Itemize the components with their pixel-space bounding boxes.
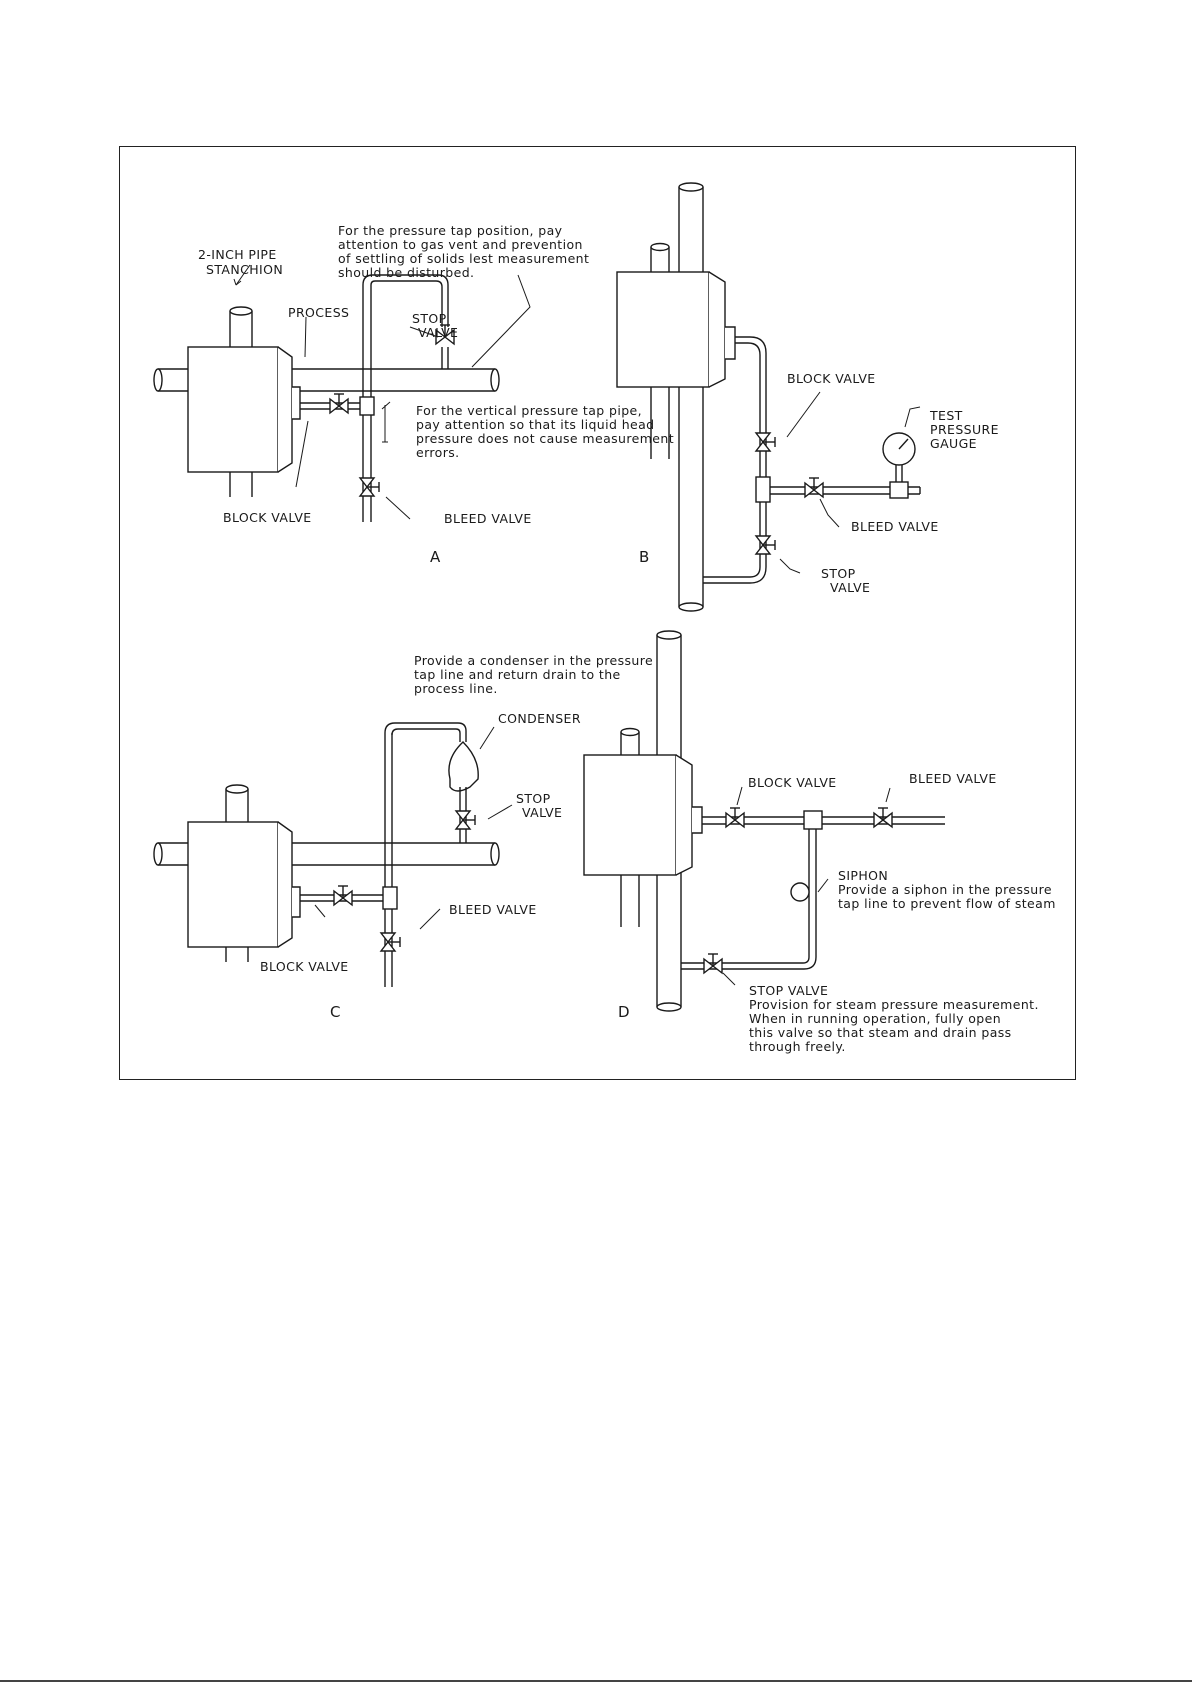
a-stop-valve-label-1: STOP bbox=[412, 311, 447, 326]
condenser-icon bbox=[448, 741, 479, 792]
d-stop-note-1: Provision for steam pressure measurement… bbox=[749, 997, 1039, 1012]
c-condenser-note-3: process line. bbox=[414, 681, 498, 696]
d-bleed-valve-label: BLEED VALVE bbox=[909, 771, 997, 786]
d-siphon-note-2: tap line to prevent flow of steam bbox=[838, 896, 1056, 911]
c-condenser-note-2: tap line and return drain to the bbox=[414, 667, 621, 682]
a-stanchion-label-1: 2-INCH PIPE bbox=[198, 247, 277, 262]
a-vertical-note-4: errors. bbox=[416, 445, 460, 460]
a-tap-note-2: attention to gas vent and prevention bbox=[338, 237, 583, 252]
c-condenser-label: CONDENSER bbox=[498, 711, 581, 726]
a-bleed-valve-label: BLEED VALVE bbox=[444, 511, 532, 526]
panel-c bbox=[153, 722, 513, 987]
d-stop-valve-label: STOP VALVE bbox=[749, 983, 828, 998]
a-stop-valve-label-2: VALVE bbox=[418, 325, 458, 340]
a-block-valve-label: BLOCK VALVE bbox=[223, 510, 312, 525]
a-tap-note-1: For the pressure tap position, pay bbox=[338, 223, 563, 238]
a-process-label: PROCESS bbox=[288, 305, 349, 320]
panel-d bbox=[583, 630, 945, 1012]
installation-diagram: 2-INCH PIPE STANCHION PROCESS For the pr… bbox=[153, 182, 1056, 1054]
c-block-valve-label: BLOCK VALVE bbox=[260, 959, 349, 974]
a-vertical-note-2: pay attention so that its liquid head bbox=[416, 417, 655, 432]
c-stop-valve-label-1: STOP bbox=[516, 791, 551, 806]
d-stop-note-2: When in running operation, fully open bbox=[749, 1011, 1001, 1026]
a-tap-note-4: should be disturbed. bbox=[338, 265, 474, 280]
panel-d-letter: D bbox=[618, 1003, 630, 1021]
b-gauge-label-3: GAUGE bbox=[930, 436, 977, 451]
b-block-valve-label: BLOCK VALVE bbox=[787, 371, 876, 386]
a-vertical-note-3: pressure does not cause measurement bbox=[416, 431, 674, 446]
b-stop-valve-label-2: VALVE bbox=[830, 580, 870, 595]
d-siphon-label: SIPHON bbox=[838, 868, 888, 883]
page-bottom-rule bbox=[0, 1680, 1192, 1682]
a-tap-note-3: of settling of solids lest measurement bbox=[338, 251, 589, 266]
c-bleed-valve-label: BLEED VALVE bbox=[449, 902, 537, 917]
b-gauge-label-1: TEST bbox=[929, 408, 963, 423]
transmitter-a bbox=[187, 346, 279, 473]
d-stop-note-3: this valve so that steam and drain pass bbox=[749, 1025, 1012, 1040]
panel-a bbox=[153, 264, 531, 522]
panel-b bbox=[616, 182, 921, 612]
transmitter-b bbox=[616, 271, 710, 388]
a-stanchion-label-2: STANCHION bbox=[206, 262, 283, 277]
panel-c-letter: C bbox=[330, 1003, 340, 1021]
b-bleed-valve-label: BLEED VALVE bbox=[851, 519, 939, 534]
b-stop-valve-label-1: STOP bbox=[821, 566, 856, 581]
transmitter-c bbox=[187, 821, 279, 948]
panel-a-letter: A bbox=[430, 548, 441, 566]
d-block-valve-label: BLOCK VALVE bbox=[748, 775, 837, 790]
b-gauge-label-2: PRESSURE bbox=[930, 422, 999, 437]
d-siphon-note-1: Provide a siphon in the pressure bbox=[838, 882, 1052, 897]
a-vertical-note-1: For the vertical pressure tap pipe, bbox=[416, 403, 642, 418]
panel-b-letter: B bbox=[639, 548, 649, 566]
c-condenser-note-1: Provide a condenser in the pressure bbox=[414, 653, 653, 668]
siphon-icon bbox=[790, 882, 810, 902]
b-main-pipe bbox=[678, 187, 704, 607]
d-stop-note-4: through freely. bbox=[749, 1039, 846, 1054]
figure-frame: 2-INCH PIPE STANCHION PROCESS For the pr… bbox=[119, 146, 1076, 1080]
transmitter-d bbox=[583, 754, 677, 876]
c-stop-valve-label-2: VALVE bbox=[522, 805, 562, 820]
